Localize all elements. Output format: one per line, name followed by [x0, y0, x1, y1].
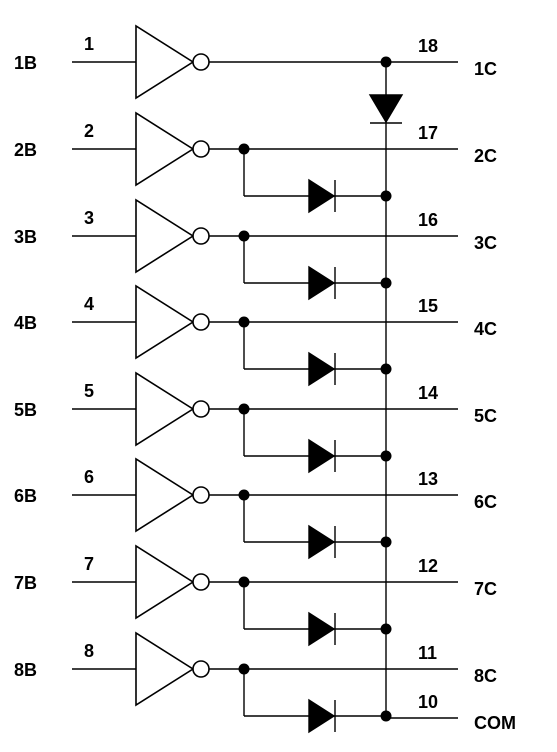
inverter-bubble: [192, 573, 210, 591]
diode-symbol: [308, 611, 336, 647]
output-label: 3C: [474, 233, 497, 253]
output-pin-number: 12: [418, 556, 438, 576]
com-label: COM: [474, 713, 516, 733]
diode-symbol: [308, 351, 336, 387]
output-pin-number: 13: [418, 469, 438, 489]
junction-dot: [380, 190, 392, 202]
input-pin-number: 6: [84, 467, 94, 487]
output-pin-number: 18: [418, 36, 438, 56]
inverter-gate: [135, 111, 195, 187]
inverter-gate: [135, 24, 195, 100]
diode-symbol: [368, 94, 404, 124]
inverter-bubble: [192, 400, 210, 418]
input-label: 5B: [14, 400, 37, 420]
inverter-gate: [135, 457, 195, 533]
output-pin-number: 17: [418, 123, 438, 143]
inverter-bubble: [192, 660, 210, 678]
input-label: 3B: [14, 227, 37, 247]
input-pin-number: 2: [84, 121, 94, 141]
junction-dot: [380, 363, 392, 375]
output-label: 4C: [474, 319, 497, 339]
inverter-gate: [135, 284, 195, 360]
output-label: 2C: [474, 146, 497, 166]
output-label: 6C: [474, 492, 497, 512]
junction-dot: [380, 450, 392, 462]
inverter-gate: [135, 198, 195, 274]
output-pin-number: 16: [418, 210, 438, 230]
input-label: 7B: [14, 573, 37, 593]
input-pin-number: 4: [84, 294, 94, 314]
input-pin-number: 3: [84, 208, 94, 228]
diode-symbol: [308, 178, 336, 214]
output-pin-number: 15: [418, 296, 438, 316]
output-label: 8C: [474, 666, 497, 686]
input-pin-number: 5: [84, 381, 94, 401]
input-pin-number: 8: [84, 641, 94, 661]
inverter-gate: [135, 631, 195, 707]
input-label: 8B: [14, 660, 37, 680]
output-pin-number: 14: [418, 383, 438, 403]
diode-symbol: [308, 524, 336, 560]
input-pin-number: 7: [84, 554, 94, 574]
junction-dot: [380, 623, 392, 635]
inverter-bubble: [192, 486, 210, 504]
diode-symbol: [308, 438, 336, 474]
output-label: 5C: [474, 406, 497, 426]
input-label: 4B: [14, 313, 37, 333]
inverter-bubble: [192, 140, 210, 158]
inverter-bubble: [192, 53, 210, 71]
com-pin-number: 10: [418, 692, 438, 712]
output-label: 1C: [474, 59, 497, 79]
input-label: 2B: [14, 140, 37, 160]
diode-symbol: [308, 698, 336, 734]
junction-dot: [380, 536, 392, 548]
output-pin-number: 11: [418, 643, 437, 663]
junction-dot: [380, 277, 392, 289]
input-label: 6B: [14, 486, 37, 506]
diode-symbol: [308, 265, 336, 301]
inverter-bubble: [192, 227, 210, 245]
inverter-gate: [135, 544, 195, 620]
input-label: 1B: [14, 53, 37, 73]
input-pin-number: 1: [84, 34, 94, 54]
inverter-gate: [135, 371, 195, 447]
output-label: 7C: [474, 579, 497, 599]
junction-dot: [380, 710, 392, 722]
inverter-bubble: [192, 313, 210, 331]
